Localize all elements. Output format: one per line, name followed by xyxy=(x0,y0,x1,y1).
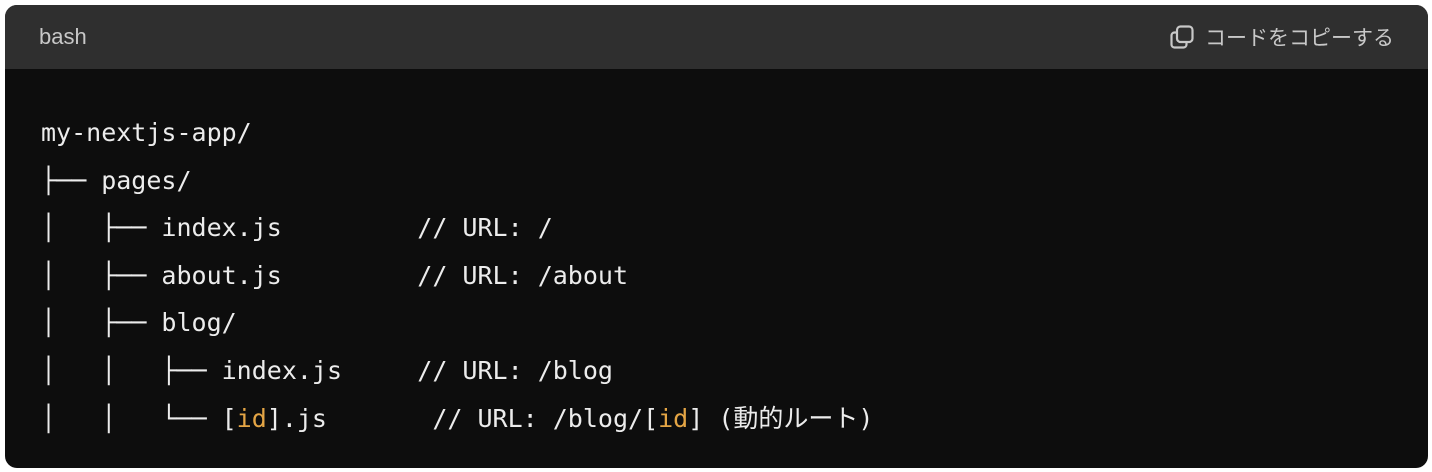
code-text: ].js // URL: /blog/[ xyxy=(266,403,659,433)
highlighted-param: id xyxy=(236,403,267,433)
code-text: │ │ └── [ xyxy=(41,403,237,433)
code-text: ] (動的ルート) xyxy=(688,403,874,433)
copy-code-label: コードをコピーする xyxy=(1205,26,1394,50)
copy-icon xyxy=(1169,24,1195,50)
highlighted-param: id xyxy=(658,403,689,433)
code-line-4: │ ├── about.js // URL: /about xyxy=(41,260,628,290)
code-line-6: │ │ ├── index.js // URL: /blog xyxy=(41,355,613,385)
code-line-1: my-nextjs-app/ xyxy=(41,118,252,147)
code-line-2: ├── pages/ xyxy=(41,165,192,195)
code-line-5: │ ├── blog/ xyxy=(41,308,237,338)
code-line-7: │ │ └── [id].js // URL: /blog/[id] (動的ルー… xyxy=(41,395,1392,443)
copy-code-button[interactable]: コードをコピーする xyxy=(1169,22,1394,52)
code-block: bash コードをコピーする my-nextjs-app/ ├── pages/… xyxy=(5,5,1428,468)
code-line-3: │ ├── index.js // URL: / xyxy=(41,213,553,243)
code-header: bash コードをコピーする xyxy=(5,5,1428,69)
language-label: bash xyxy=(39,24,87,49)
code-body[interactable]: my-nextjs-app/ ├── pages/ │ ├── index.js… xyxy=(5,69,1428,442)
